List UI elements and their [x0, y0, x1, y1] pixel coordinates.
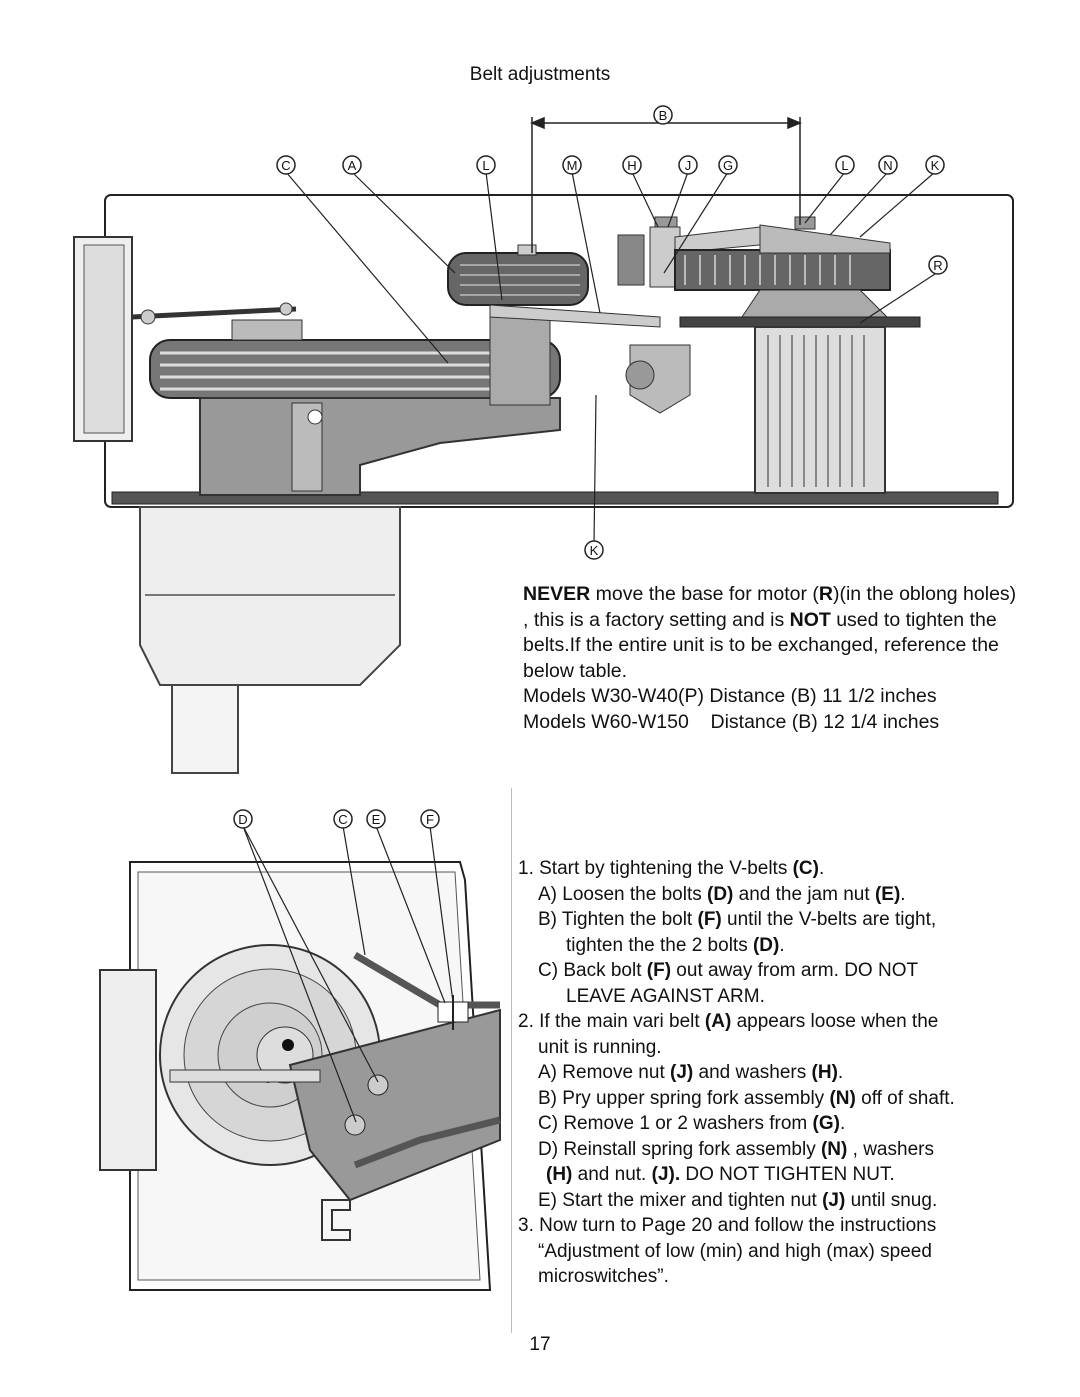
- side-door-panel: [99, 969, 157, 1171]
- step-2d-cont: (H) and nut. (J). DO NOT TIGHTEN NUT.: [546, 1164, 895, 1185]
- callout-l-2: L: [841, 158, 848, 173]
- callout-c: C: [281, 158, 290, 173]
- step-3-cont: “Adjustment of low (min) and high (max) …: [538, 1240, 932, 1262]
- belt-drive-cutaway-diagram: B C A L M H J G L N K R K: [73, 105, 1014, 774]
- step-2d: D) Reinstall spring fork assembly (N) , …: [538, 1138, 934, 1160]
- step-3: 3. Now turn to Page 20 and follow the in…: [518, 1215, 937, 1236]
- step-1c-cont: LEAVE AGAINST ARM.: [566, 985, 765, 1007]
- page-number: 17: [529, 1334, 551, 1355]
- main-vari-pulley: [447, 252, 589, 306]
- warning-paragraph: NEVER move the base for motor (R)(in the…: [523, 583, 1017, 682]
- gearbox-housing: [199, 397, 561, 496]
- step-2a: A) Remove nut (J) and washers (H).: [538, 1062, 844, 1083]
- step-2b: B) Pry upper spring fork assembly (N) of…: [538, 1087, 955, 1109]
- v-belt-top-view-diagram: D C E F: [99, 809, 501, 1291]
- table-row: Models W30-W40(P) Distance (B) 11 1/2 in…: [523, 685, 937, 707]
- step-1: 1. Start by tightening the V-belts (C).: [518, 858, 825, 879]
- callout-c: C: [338, 812, 347, 827]
- step-1c: C) Back bolt (F) out away from arm. DO N…: [538, 960, 919, 981]
- motor-pulley: [674, 249, 891, 291]
- callout-f: F: [426, 812, 434, 827]
- step-2e: E) Start the mixer and tighten nut (J) u…: [538, 1189, 938, 1211]
- callout-k: K: [931, 158, 940, 173]
- table-row: Models W60-W150 Distance (B) 12 1/4 inch…: [523, 710, 940, 733]
- motor-body: [679, 316, 921, 328]
- distance-table: Models W30-W40(P) Distance (B) 11 1/2 in…: [523, 684, 1023, 735]
- step-2: 2. If the main vari belt (A) appears loo…: [518, 1011, 939, 1032]
- callout-a: A: [348, 158, 357, 173]
- callout-e: E: [372, 812, 381, 827]
- callout-k-2: K: [590, 543, 599, 558]
- step-2c: C) Remove 1 or 2 washers from (G).: [538, 1113, 846, 1134]
- callout-j: J: [685, 158, 692, 173]
- step-1b: B) Tighten the bolt (F) until the V-belt…: [538, 909, 937, 930]
- callout-g: G: [723, 158, 733, 173]
- warning-note: NEVER move the base for motor (R)(in the…: [523, 582, 1023, 735]
- callout-l: L: [482, 158, 489, 173]
- callout-r: R: [933, 258, 942, 273]
- step-1b-cont: tighten the the 2 bolts (D).: [566, 934, 785, 956]
- step-3-cont-2: microswitches”.: [538, 1266, 669, 1287]
- callout-b: B: [659, 108, 668, 123]
- belt-adjustment-instructions: 1. Start by tightening the V-belts (C). …: [518, 856, 1028, 1290]
- v-belt-lower: [353, 1116, 501, 1169]
- callout-d: D: [238, 812, 247, 827]
- step-1a: A) Loosen the bolts (D) and the jam nut …: [538, 883, 906, 905]
- callout-n: N: [883, 158, 892, 173]
- page-title: Belt adjustments: [469, 64, 611, 85]
- column-divider: [511, 788, 512, 1333]
- step-2-cont: unit is running.: [538, 1036, 662, 1058]
- callout-h: H: [627, 158, 636, 173]
- callout-m: M: [567, 158, 578, 173]
